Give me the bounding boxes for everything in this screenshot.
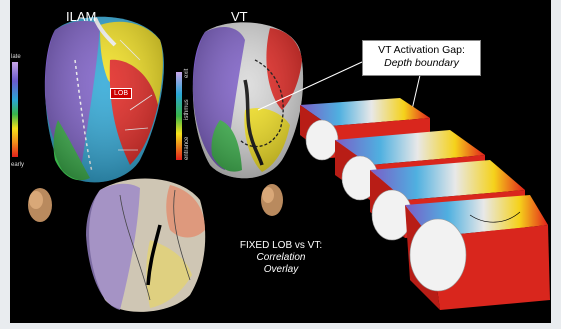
slab-4 [405,195,550,310]
ilam-heart-map [45,17,164,183]
scale-exit-label: exit [184,69,190,78]
vt-title: VT [231,9,248,24]
overlay-caption: FIXED LOB vs VT: Correlation Overlay [226,240,336,276]
scale-late-label: late [11,54,21,60]
gap-annotation-box: VT Activation Gap: Depth boundary [362,40,481,76]
overlay-heart-map [86,179,205,312]
ilam-title: ILAM [66,9,96,24]
lob-tag: LOB [110,88,132,99]
vt-heart-map [193,22,303,178]
vt-color-scale [176,72,182,160]
overlay-caption-line1: FIXED LOB vs VT: [240,240,322,251]
slab-stack [300,98,550,310]
overlay-caption-line3: Overlay [226,264,336,276]
heart-orientation-icon-left [28,188,52,222]
ilam-color-scale [12,62,18,157]
scale-entrance-label: entrance [184,137,190,160]
gap-title: VT Activation Gap: [363,44,480,56]
overlay-caption-line2: Correlation [226,252,336,264]
scale-isthmus-label: isthmus [184,99,190,120]
heart-orientation-icon-right [261,184,283,216]
gap-subtitle: Depth boundary [363,57,480,69]
scale-early-label: early [11,162,24,168]
